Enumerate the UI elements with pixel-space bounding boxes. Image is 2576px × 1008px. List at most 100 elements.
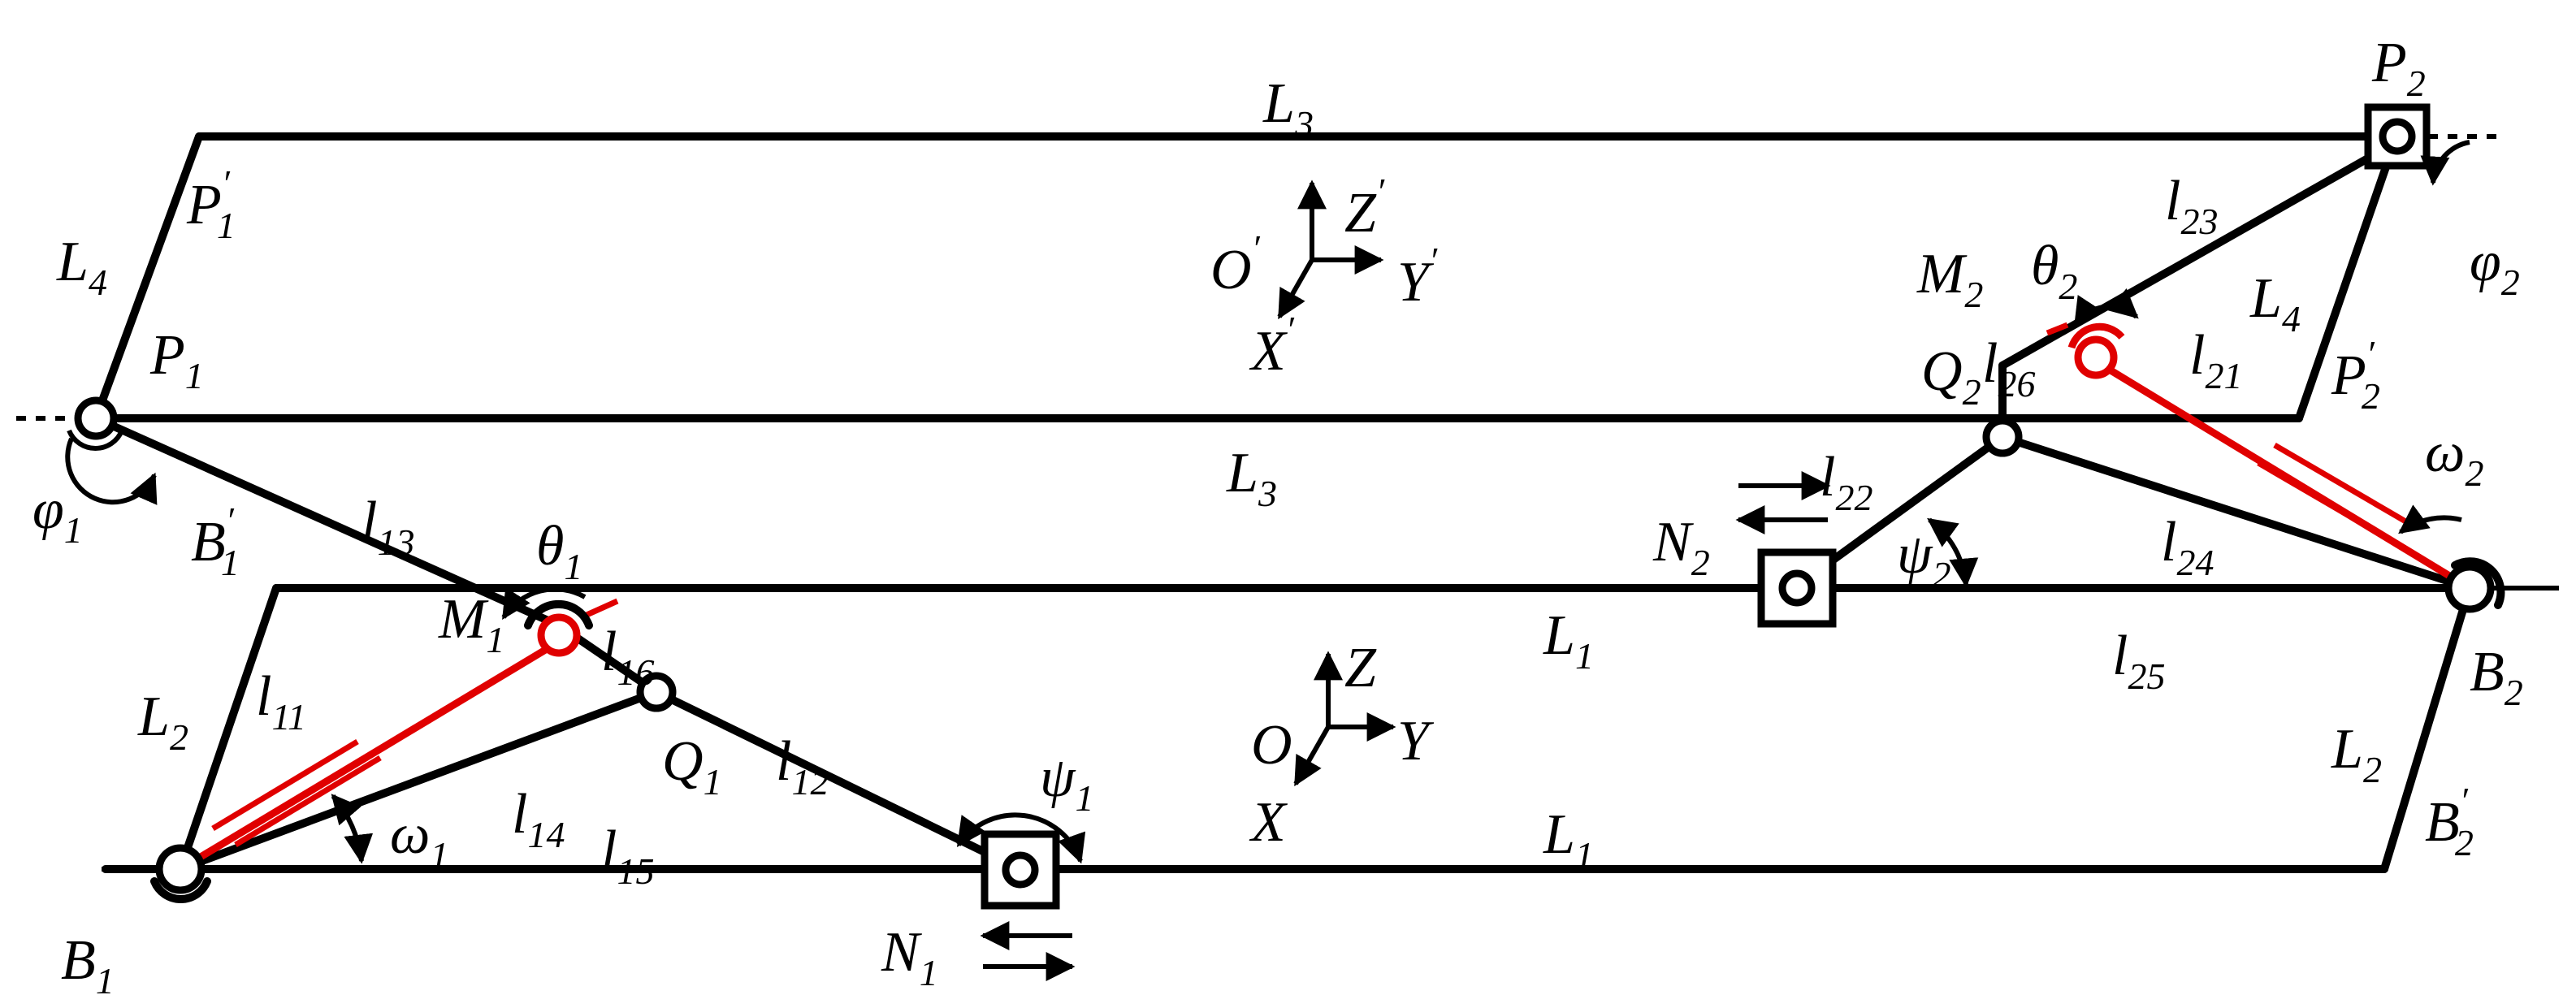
label-theta2-subscript: 2 [2059,266,2077,307]
label-Z_upper-main: Z [1344,182,1377,244]
label-L4_right: L4 [2249,267,2301,340]
label-l16: l16 [601,621,654,693]
label-L2_right-subscript: 2 [2363,749,2382,790]
joint-N2 [1778,569,1816,607]
joint-P1-bearing [67,429,124,451]
label-l22: l22 [1820,446,1872,518]
label-X_upper-prime: ′ [1286,309,1295,350]
label-Y_upper: Y′ [1397,240,1438,314]
label-phi1-subscript: 1 [64,509,83,551]
label-P1prime-prime: ′ [222,162,231,204]
frame-lower [1293,651,1396,787]
label-l14-main: l [512,783,527,846]
label-Q2-subscript: 2 [1963,371,1981,413]
label-Y_upper-prime: ′ [1429,240,1438,281]
label-theta2-main: θ [2031,235,2059,297]
label-O_upper-prime: ′ [1252,227,1261,269]
upper-platform-edge-L4-left [92,132,203,422]
label-l26: l26 [1982,332,2035,404]
angle-psi1-arc [956,812,1086,864]
label-M1: M1 [438,588,504,660]
actuator-l11-cylinder-b [234,755,382,847]
upper-platform [92,132,2401,422]
label-omega2-subscript: 2 [2465,452,2483,494]
label-phi2: φ2 [2470,231,2520,303]
actuator-l11-tip [583,598,619,619]
label-L3_mid-main: L [1226,442,1258,504]
label-B1prime-subscript: 1 [221,542,240,583]
label-omega2: ω2 [2425,422,2483,494]
label-l24-subscript: 24 [2176,542,2214,583]
label-Y_lower: Y [1397,710,1435,772]
label-L4_left-main: L [56,231,89,293]
label-psi1-main: ψ [1040,746,1076,809]
label-O_upper-main: O [1210,239,1252,301]
label-Q2: Q2 [1921,340,1981,413]
label-L3_mid-subscript: 3 [1258,473,1277,514]
label-Q2-main: Q [1921,340,1963,403]
label-L1_bot-main: L [1543,803,1575,866]
frame-lower-x-axis [1293,725,1331,787]
label-l15-main: l [601,820,617,882]
label-l26-subscript: 26 [1998,363,2035,404]
joint-N1 [1002,851,1039,889]
label-psi1-subscript: 1 [1075,777,1093,819]
label-P1prime: P′1 [186,162,236,246]
label-l13-subscript: 13 [377,521,414,563]
label-l22-main: l [1820,446,1835,508]
link-l14 [176,688,660,873]
label-L3_top: L3 [1262,72,1314,145]
label-P1-subscript: 1 [185,355,204,396]
lower-platform [102,584,2474,873]
label-l16-subscript: 16 [617,651,654,693]
label-P2-subscript: 2 [2407,63,2426,104]
label-B2-main: B [2470,641,2505,703]
label-Z_upper: Z′ [1344,171,1385,244]
label-l26-main: l [1982,332,1998,395]
lower-platform-edge-L2-left [176,584,280,873]
label-L1_mid-subscript: 1 [1575,635,1594,677]
label-l24: l24 [2161,511,2214,583]
label-B1prime: B′1 [191,500,240,583]
label-L4_left: L4 [56,231,107,303]
label-l22-subscript: 22 [1835,477,1872,518]
lower-platform-edge-L2-right [2380,584,2474,873]
label-P2: P2 [2371,32,2426,104]
label-l21-main: l [2189,324,2205,387]
label-L2_left-main: L [137,686,170,748]
label-N2-subscript: 2 [1691,542,1710,583]
label-P2prime-prime: ′ [2366,333,2375,374]
label-O_lower: O [1251,714,1292,777]
upper-platform-edge-L4-right [2295,132,2401,422]
label-Q1: Q1 [662,730,722,803]
label-l13-main: l [362,491,377,553]
angle-omega2-arc [2398,504,2462,534]
label-B2prime: B′2 [2425,780,2474,863]
label-l14: l14 [512,783,565,855]
actuator-l21-cylinder-b [2257,460,2402,549]
N2-direction-arrows [1735,471,1831,534]
label-O_upper: O′ [1210,227,1261,301]
label-X_lower: X [1249,791,1288,854]
label-X_upper-main: X [1249,320,1288,383]
label-M2-main: M [1916,243,1968,305]
label-B1prime-prime: ′ [226,500,235,541]
actuator-l11 [178,638,561,872]
angle-phi1-arc [65,437,158,505]
joint-M1-bearing [524,600,593,629]
label-N1: N1 [881,921,938,993]
label-L1_mid: L1 [1543,604,1594,677]
label-l11-subscript: 11 [271,696,306,738]
label-Z_upper-prime: ′ [1376,171,1385,212]
link-l24 [1998,433,2474,592]
joint-M2-bearing [2067,322,2125,349]
label-B2: B2 [2470,641,2523,713]
label-L3_top-main: L [1262,72,1295,135]
actuator-l21-cylinder-a [2273,442,2418,531]
joint-B1-bearing [150,877,211,903]
label-Y_lower-main: Y [1397,710,1435,772]
label-psi1: ψ1 [1040,746,1093,819]
label-psi2-subscript: 2 [1932,554,1950,595]
label-L4_left-subscript: 4 [89,262,107,303]
